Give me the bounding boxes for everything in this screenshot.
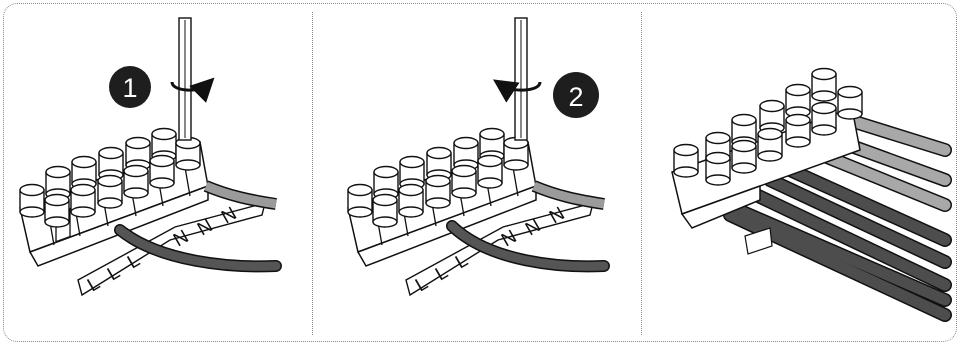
svg-text:1: 1 xyxy=(122,73,137,103)
panel-3 xyxy=(672,69,945,316)
screwdriver xyxy=(172,18,206,140)
svg-text:2: 2 xyxy=(568,82,583,112)
panel-2: L L L N N N xyxy=(348,18,604,296)
panel-1: L L L N N N xyxy=(20,18,276,296)
step-badge: 2 xyxy=(553,72,599,118)
step-badge: 1 xyxy=(109,66,151,108)
screwdriver xyxy=(503,18,540,140)
